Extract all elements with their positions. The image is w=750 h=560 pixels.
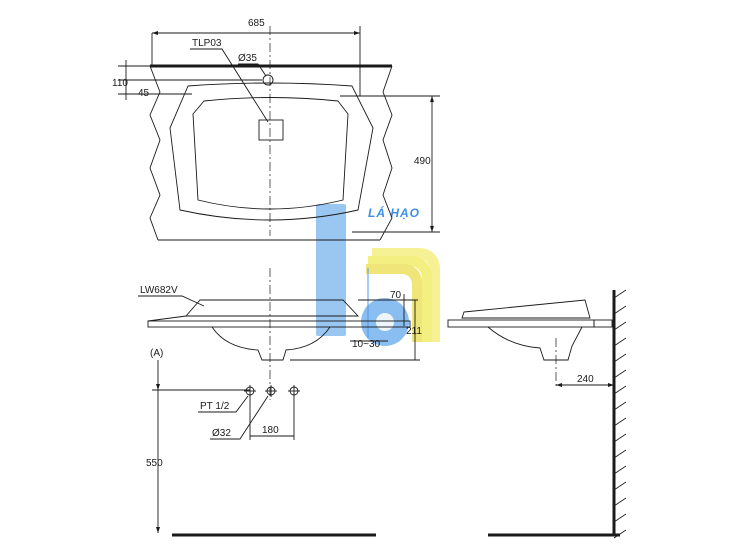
drain-square (258, 119, 284, 141)
dim-45-label: 45 (138, 88, 150, 99)
drain-dia-label: Ø32 (212, 428, 231, 439)
drain-leader (190, 48, 269, 123)
basin-bowl-front (211, 326, 331, 361)
dim-180-label: 180 (262, 425, 279, 436)
front-elevation: LW682V 70 211 10~30 (A) 550 PT 1/2 (138, 268, 422, 537)
dim-counter-gap-label: 10~30 (352, 339, 381, 350)
counter-slab-left-edge (147, 315, 187, 322)
tap-hole (262, 74, 274, 86)
pipe-thread-leader (198, 395, 249, 413)
side-elevation: 240 (447, 289, 627, 539)
pipe-thread-label: PT 1/2 (200, 401, 230, 412)
dim-490-label: 490 (414, 156, 431, 167)
tap-hole-label: Ø35 (238, 53, 257, 64)
watermark-brand-text: LÁ HẠO (368, 205, 420, 220)
supply-right-symbol (288, 385, 300, 397)
drain-model-label: TLP03 (192, 38, 222, 49)
dim-240-label: 240 (577, 374, 594, 385)
vanity-model-label: LW682V (140, 285, 178, 296)
wall-hatching (613, 289, 627, 539)
dim-240-arrows (556, 383, 614, 387)
basin-inner-bowl (192, 97, 349, 210)
drain-symbol (265, 385, 277, 397)
basin-rim-side (461, 299, 591, 319)
supply-left-symbol (244, 385, 256, 397)
dim-70-label: 70 (390, 290, 402, 301)
counter-slab-front (147, 320, 411, 328)
basin-bowl-side (487, 326, 583, 361)
plan-view: 685 TLP03 Ø35 110 45 490 (112, 18, 440, 241)
dim-685-label: 685 (248, 18, 265, 29)
watermark-logo (316, 204, 440, 346)
dim-550-label: 550 (146, 458, 163, 469)
counter-break-left (149, 65, 161, 241)
basin-outer-outline (169, 82, 374, 221)
dim-110-label: 110 (112, 78, 128, 89)
dim-211-label: 211 (406, 326, 422, 337)
drain-dia-leader (210, 395, 269, 440)
vanity-leader (138, 295, 205, 307)
wall-bracket (593, 319, 613, 328)
tap-hole-leader (238, 63, 267, 77)
reference-a-label: (A) (150, 348, 163, 359)
basin-rim-front (185, 299, 360, 317)
counter-slab-side (447, 319, 595, 328)
